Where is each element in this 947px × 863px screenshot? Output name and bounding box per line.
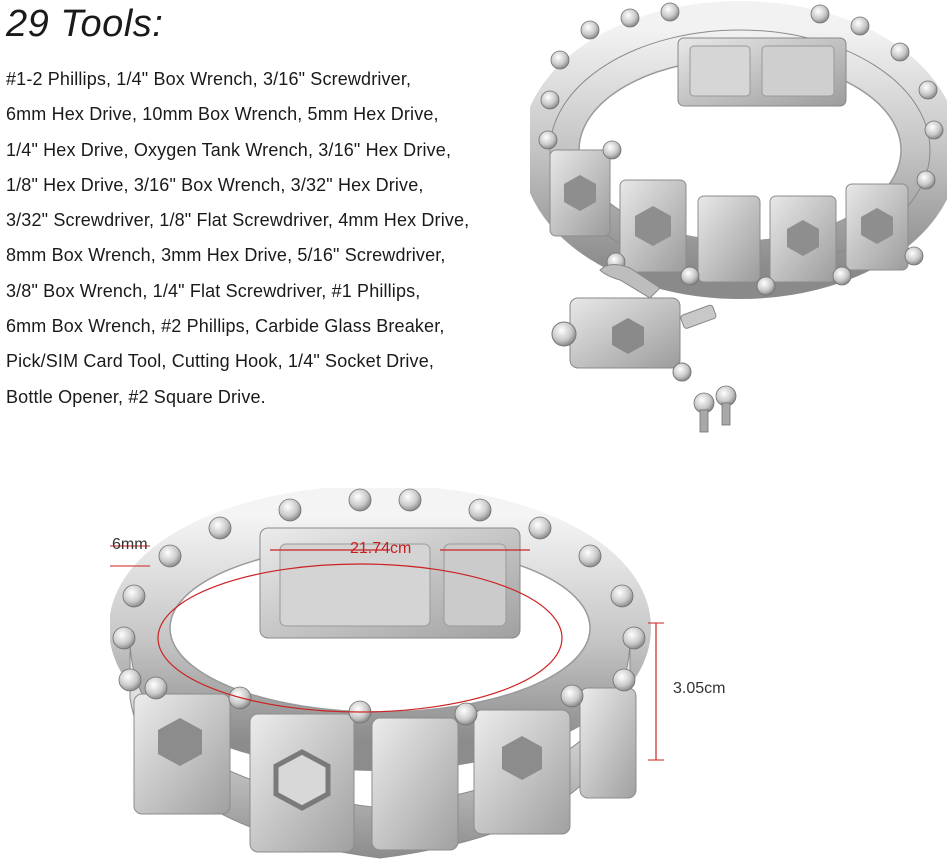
bracelet-photo-bottom: [110, 488, 664, 859]
tool-list-line: 1/8" Hex Drive, 3/16" Box Wrench, 3/32" …: [6, 174, 424, 195]
tool-list-line: 3/8" Box Wrench, 1/4" Flat Screwdriver, …: [6, 280, 421, 301]
tool-list-line: 8mm Box Wrench, 3mm Hex Drive, 5/16" Scr…: [6, 245, 446, 266]
tool-list-line: 6mm Hex Drive, 10mm Box Wrench, 5mm Hex …: [6, 104, 439, 125]
page-title: 29 Tools:: [6, 3, 164, 45]
circumference-label: 21.74cm: [350, 540, 412, 557]
bracelet-photo-top: [530, 1, 947, 433]
band-height-label: 3.05cm: [673, 680, 726, 697]
tool-list-line: Bottle Opener, #2 Square Drive.: [6, 386, 266, 407]
tool-list-line: 6mm Box Wrench, #2 Phillips, Carbide Gla…: [6, 316, 445, 337]
tool-list-line: #1-2 Phillips, 1/4" Box Wrench, 3/16" Sc…: [6, 69, 412, 89]
tool-list-line: 1/4" Hex Drive, Oxygen Tank Wrench, 3/16…: [6, 139, 452, 160]
link-width-label: 6mm: [112, 536, 148, 553]
tool-list-line: Pick/SIM Card Tool, Cutting Hook, 1/4" S…: [6, 351, 435, 372]
tools-list: #1-2 Phillips, 1/4" Box Wrench, 3/16" Sc…: [6, 62, 536, 415]
tool-list-line: 3/32" Screwdriver, 1/8" Flat Screwdriver…: [6, 210, 470, 231]
